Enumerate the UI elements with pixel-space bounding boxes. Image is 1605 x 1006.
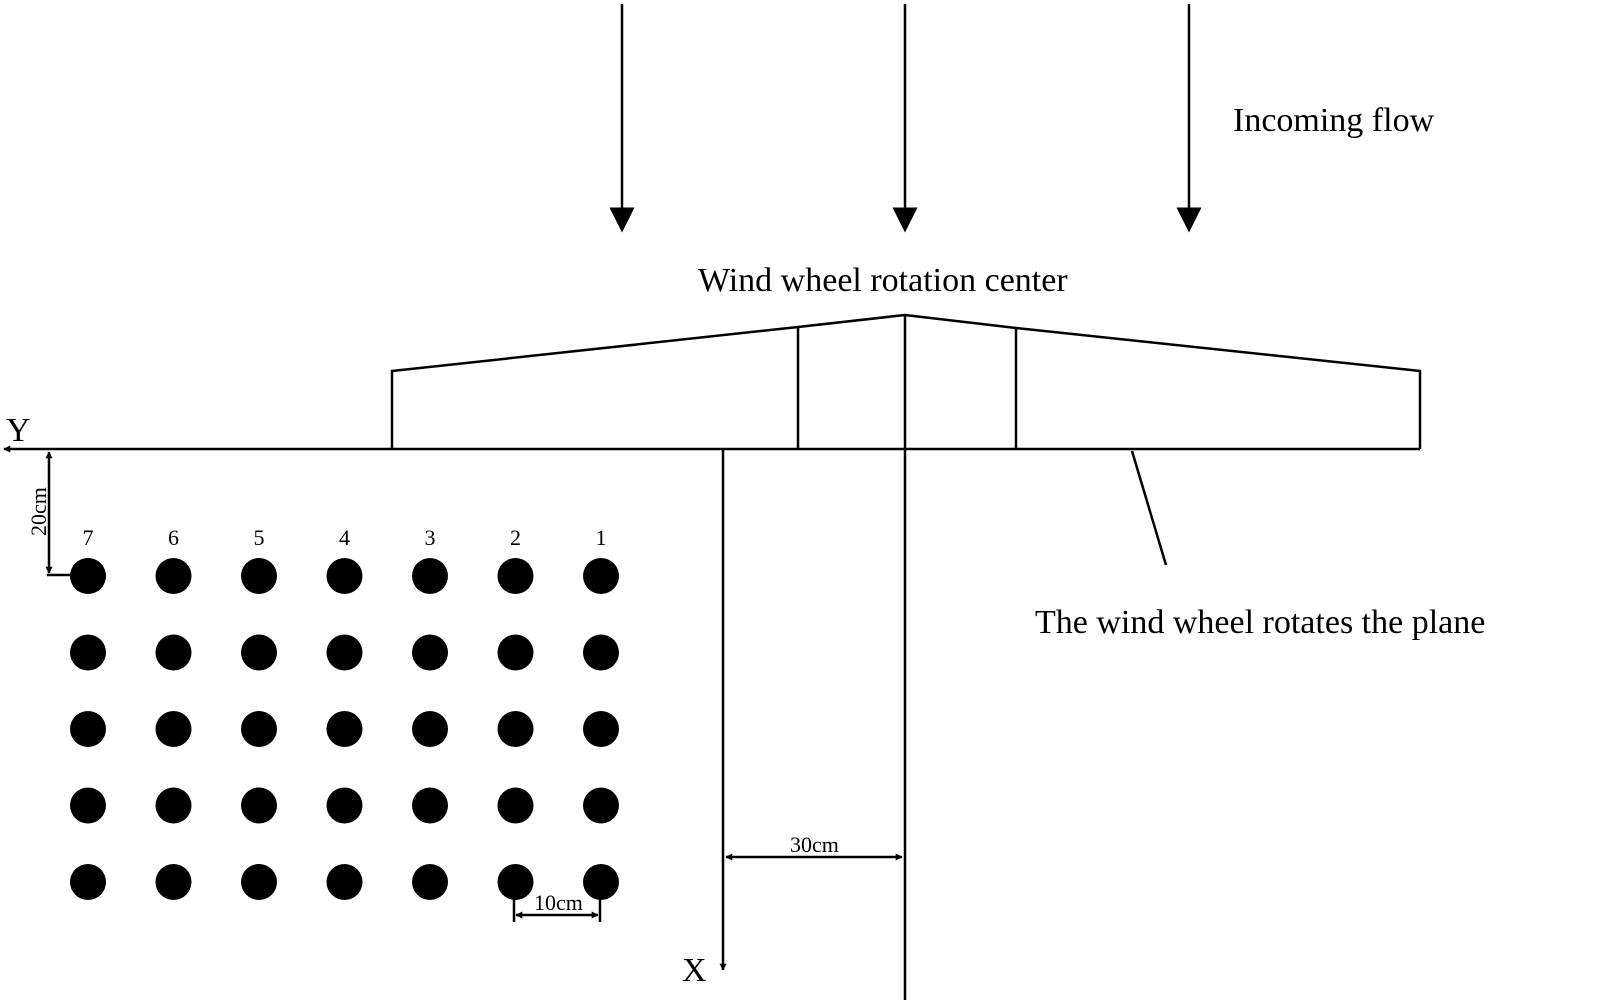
measurement-point [497,558,534,594]
column-number-2: 2 [510,525,521,550]
measurement-point [583,787,619,824]
measurement-point [326,711,363,747]
incoming-flow-label: Incoming flow [1233,102,1435,139]
y-axis-label: Y [6,412,31,449]
measurement-point [497,787,534,824]
measurement-point [326,634,363,671]
incoming-flow-arrows [609,4,1202,233]
measurement-point [326,864,363,900]
dim-30-label: 30cm [790,832,839,857]
measurement-point [497,634,534,671]
x-axis-label: X [682,952,707,989]
dimension-20cm [45,451,82,577]
measurement-point [326,558,363,594]
measurement-point [155,634,192,671]
measurement-point [241,864,277,900]
dim-20-label: 20cm [26,487,51,536]
column-number-5: 5 [254,525,265,550]
dimension-10cm [512,896,602,922]
rotation-center-label: Wind wheel rotation center [698,262,1068,299]
measurement-point [70,864,106,900]
measurement-point [241,634,277,671]
measurement-point [497,864,534,900]
measurement-point [412,787,448,824]
measurement-point [70,558,106,594]
measurement-point [241,787,277,824]
measurement-point [326,787,363,824]
rotation-plane-leader [1130,450,1168,566]
coordinate-axes [3,445,1420,971]
measurement-point [583,864,619,900]
measurement-point [155,711,192,747]
measurement-point [155,787,192,824]
measurement-point [497,711,534,747]
rotation-plane-label: The wind wheel rotates the plane [1035,604,1485,641]
column-number-4: 4 [339,525,350,550]
measurement-point [583,711,619,747]
column-number-3: 3 [425,525,436,550]
column-number-1: 1 [596,525,607,550]
column-numbers: 7 6 5 4 3 2 1 [83,525,607,550]
wind-wheel-plane [390,313,1422,1000]
measurement-point [70,787,106,824]
measurement-point [70,634,106,671]
measurement-point [412,558,448,594]
measurement-point [155,558,192,594]
dim-10-label: 10cm [534,890,583,915]
column-number-7: 7 [83,525,94,550]
measurement-point [155,864,192,900]
measurement-point [583,634,619,671]
measurement-point [241,711,277,747]
measurement-point [70,711,106,747]
measurement-point [412,634,448,671]
measurement-point [412,864,448,900]
measurement-points [70,558,619,900]
measurement-point [412,711,448,747]
measurement-point [241,558,277,594]
measurement-point [583,558,619,594]
column-number-6: 6 [168,525,179,550]
